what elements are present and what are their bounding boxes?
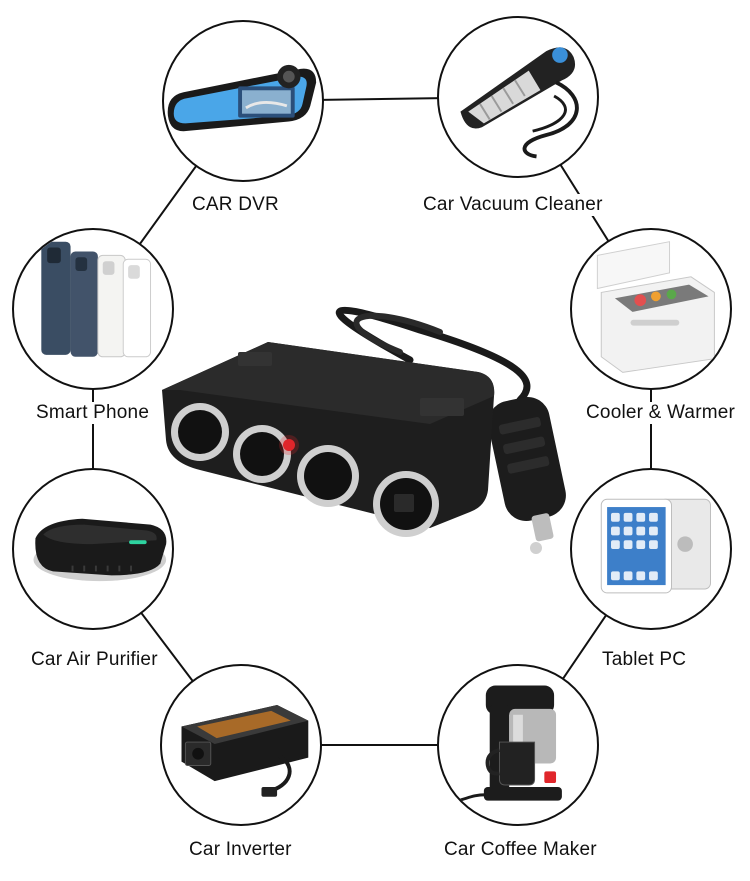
car-dvr-circle [162, 20, 324, 182]
tablet-icon [600, 498, 711, 594]
tablet-pc-circle [570, 468, 732, 630]
cigarette-lighter-splitter-icon [162, 306, 566, 554]
inverter-icon [181, 705, 309, 797]
smartphone-icon [41, 241, 152, 358]
car-vacuum-label: Car Vacuum Cleaner [419, 194, 607, 216]
cooler-icon [596, 241, 715, 373]
air-purifier-icon [33, 518, 167, 582]
air-purifier-circle [12, 468, 174, 630]
cooler-warmer-circle [570, 228, 732, 390]
car-coffee-maker-label: Car Coffee Maker [440, 839, 601, 861]
tablet-pc-label: Tablet PC [598, 649, 691, 671]
car-vacuum-circle [437, 16, 599, 178]
cooler-warmer-label: Cooler & Warmer [582, 402, 740, 424]
dashcam-mirror-icon [167, 64, 317, 132]
car-inverter-label: Car Inverter [185, 839, 296, 861]
car-inverter-circle [160, 664, 322, 826]
vacuum-icon [460, 47, 579, 159]
smart-phone-label: Smart Phone [32, 402, 154, 424]
coffee-maker-icon [448, 685, 562, 803]
air-purifier-label: Car Air Purifier [27, 649, 162, 671]
car-coffee-maker-circle [437, 664, 599, 826]
car-dvr-label: CAR DVR [188, 194, 283, 216]
smart-phone-circle [12, 228, 174, 390]
